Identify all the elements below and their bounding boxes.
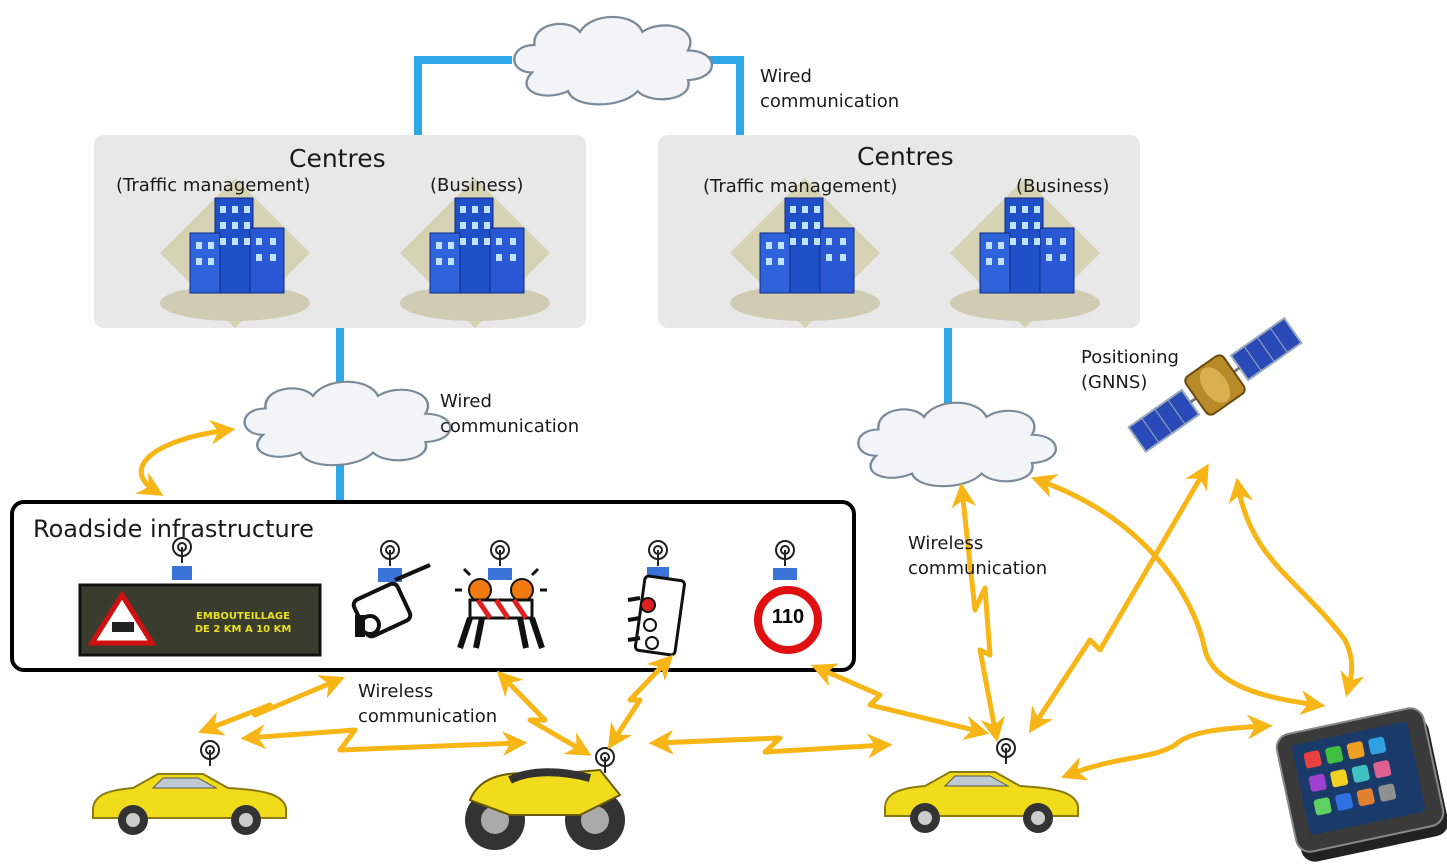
- centres-title-left: Centres: [289, 144, 386, 173]
- wired-communication-label-left: Wired communication: [440, 391, 580, 437]
- traffic-light-icon: [627, 540, 686, 657]
- vms-sign: [78, 537, 322, 657]
- wired-communication-label-top: Wired communication: [760, 66, 900, 112]
- smartphone-icon: [1275, 707, 1447, 862]
- car-left: [92, 740, 287, 836]
- roadside-infrastructure-title: Roadside infrastructure: [33, 515, 314, 543]
- cloud-icon: [857, 401, 1058, 488]
- wireless-communication-label-bottom: Wireless communication: [358, 681, 498, 727]
- speed-limit-value: 110: [771, 606, 805, 628]
- wireless-links: [135, 419, 1365, 781]
- vms-sign-text: EMBOUTEILLAGE DE 2 KM A 10 KM: [194, 611, 292, 635]
- car-right: [884, 738, 1079, 834]
- speed-limit-sign-icon: [754, 540, 822, 654]
- cloud-icon: [513, 15, 714, 106]
- motorcycle: [465, 747, 625, 850]
- centres-subtitle-business-left: (Business): [430, 175, 524, 196]
- roadwork-barrier-icon: [455, 540, 547, 649]
- camera-icon: [351, 540, 431, 639]
- positioning-label: Positioning (GNNS): [1081, 347, 1179, 393]
- centres-title-right: Centres: [857, 142, 954, 171]
- satellite-icon: [1127, 316, 1303, 454]
- cloud-icon: [243, 380, 452, 467]
- wireless-communication-label-right: Wireless communication: [908, 533, 1048, 579]
- centres-subtitle-traffic-right: (Traffic management): [703, 176, 898, 197]
- centres-subtitle-traffic-left: (Traffic management): [116, 175, 311, 196]
- centres-subtitle-business-right: (Business): [1016, 176, 1110, 197]
